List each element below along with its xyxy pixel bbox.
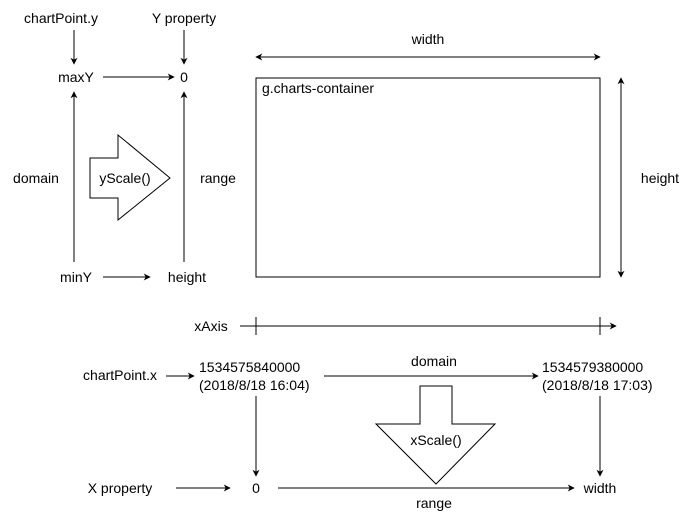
domain-end-value: 1534579380000 bbox=[542, 359, 643, 375]
charts-container-box bbox=[255, 77, 601, 278]
y-property-label: Y property bbox=[152, 10, 216, 26]
x-domain-label: domain bbox=[411, 353, 457, 369]
x-axis-label: xAxis bbox=[194, 318, 227, 334]
max-y-label: maxY bbox=[58, 69, 94, 85]
y-scale-label: yScale() bbox=[99, 170, 150, 186]
range-top-label: 0 bbox=[180, 69, 188, 85]
domain-start-value: 1534575840000 bbox=[199, 359, 300, 375]
range-start-label: 0 bbox=[252, 480, 260, 496]
y-range-label: range bbox=[200, 170, 236, 186]
domain-end-date: (2018/8/18 17:03) bbox=[542, 377, 653, 393]
chartpoint-x-label: chartPoint.x bbox=[83, 367, 157, 383]
x-scale-arrow-shape bbox=[374, 385, 497, 485]
y-domain-label: domain bbox=[13, 170, 59, 186]
min-y-label: minY bbox=[60, 269, 93, 285]
range-end-label: width bbox=[583, 480, 617, 496]
chartpoint-y-label: chartPoint.y bbox=[24, 10, 98, 26]
width-label: width bbox=[411, 31, 445, 47]
height-label: height bbox=[641, 170, 679, 186]
range-bottom-label: height bbox=[168, 269, 206, 285]
x-scale-label: xScale() bbox=[410, 432, 461, 448]
y-scale-arrow-shape bbox=[89, 133, 171, 222]
charts-container-label: g.charts-container bbox=[262, 80, 374, 96]
x-property-label: X property bbox=[88, 480, 153, 496]
x-range-label: range bbox=[416, 495, 452, 511]
domain-start-date: (2018/8/18 16:04) bbox=[199, 377, 310, 393]
